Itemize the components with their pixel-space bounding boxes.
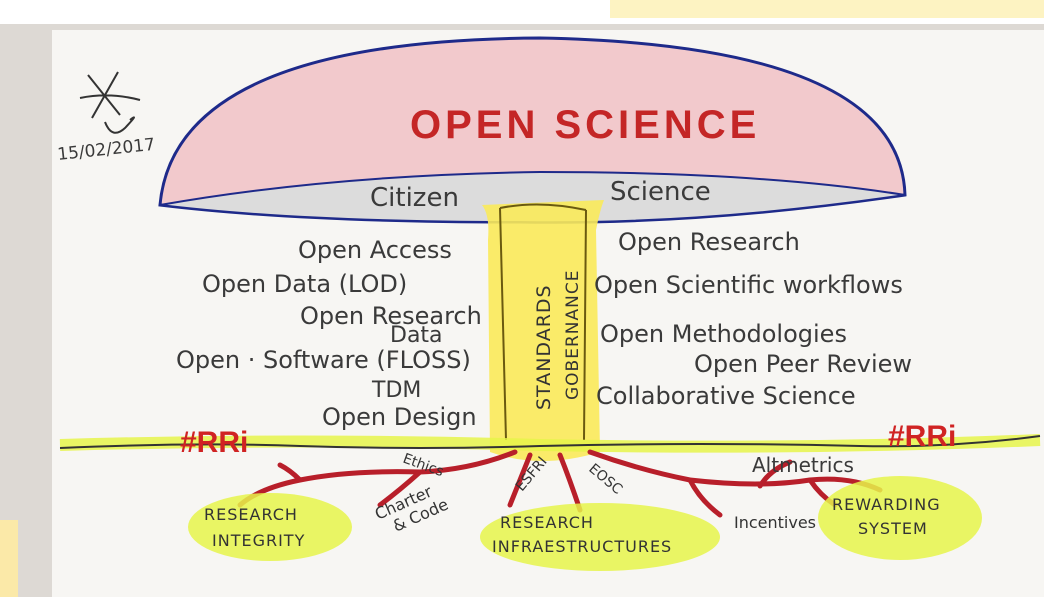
blob-research-integrity: RESEARCH INTEGRITY [188,493,352,561]
mushroom-cap [158,36,907,224]
left-item-open-research: Open Research [300,302,482,330]
stem-label-standards: STANDARDS [533,284,555,410]
left-items: Open Access Open Data (LOD) Open Researc… [176,236,482,431]
blob-reward-line1: REWARDING [832,495,941,514]
right-item-open-research: Open Research [618,228,800,256]
cap-subtitle-left: Citizen [370,183,459,213]
blob-research-infraestructures: RESEARCH INFRAESTRUCTURES [480,503,720,571]
left-item-open-access: Open Access [298,236,452,264]
left-item-open-software: Open · Software (FLOSS) [176,346,471,374]
root-label-incentives: Incentives [734,513,816,532]
right-item-open-methodologies: Open Methodologies [600,320,847,348]
rri-tag-right: #RRi [888,420,956,453]
top-highlight-strip [610,0,1044,18]
mushroom-stem [482,200,604,461]
right-item-open-peer-review: Open Peer Review [694,350,912,378]
blob-integrity-line1: RESEARCH [204,505,298,524]
right-item-collaborative-science: Collaborative Science [596,382,856,410]
signature-icon [79,71,141,134]
root-label-altmetrics: Altmetrics [752,453,854,477]
blob-rewarding-system: REWARDING SYSTEM [818,476,982,560]
roots [237,449,883,518]
cap-subtitle-right: Science [610,177,711,207]
left-item-tdm: TDM [371,378,421,403]
right-item-open-scientific-workflows: Open Scientific workflows [594,271,903,299]
left-item-open-design: Open Design [322,403,477,431]
rri-tag-left: #RRi [180,426,248,459]
blob-reward-line2: SYSTEM [858,519,928,538]
blob-infra-line1: RESEARCH [500,513,594,532]
corner-highlight [0,520,18,597]
blob-integrity-line2: INTEGRITY [212,531,305,550]
stem-label-gobernance: GOBERNANCE [563,270,583,400]
cap-title: OPEN SCIENCE [410,103,760,147]
blob-infra-line2: INFRAESTRUCTURES [492,537,672,556]
ground-line [59,434,1041,453]
right-items: Open Research Open Scientific workflows … [594,228,912,410]
left-item-data: Data [390,323,443,348]
left-item-open-data: Open Data (LOD) [202,270,407,298]
